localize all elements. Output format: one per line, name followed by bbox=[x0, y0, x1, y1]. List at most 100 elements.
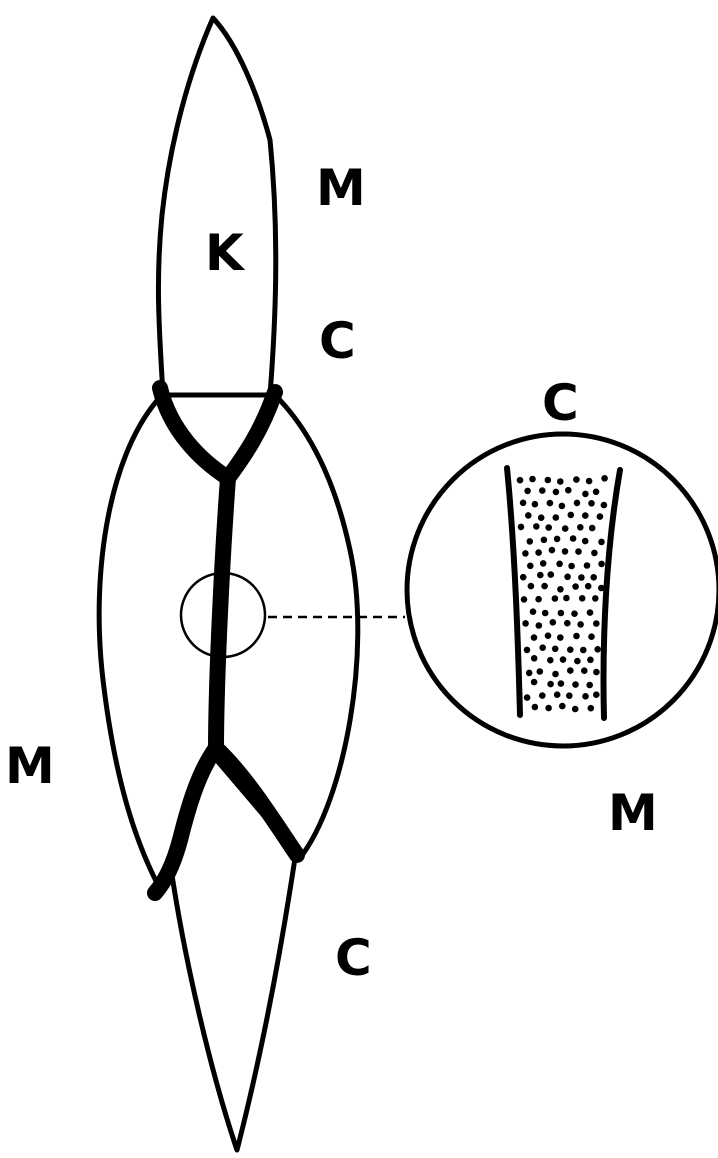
stipple-dot bbox=[539, 487, 546, 494]
stipple-dot bbox=[559, 703, 566, 710]
stipple-dot bbox=[537, 572, 544, 579]
stipple-dot bbox=[574, 658, 581, 665]
stipple-dot bbox=[545, 477, 552, 484]
stipple-dot bbox=[552, 646, 559, 653]
stipple-dot bbox=[527, 538, 534, 545]
stipple-dot bbox=[549, 547, 556, 554]
stipple-dot bbox=[557, 586, 564, 593]
label-c-inset: C bbox=[542, 374, 579, 432]
stipple-dot bbox=[520, 574, 527, 581]
stipple-dot bbox=[574, 500, 581, 507]
stipple-dot bbox=[524, 488, 531, 495]
stipple-dot bbox=[563, 595, 570, 602]
stipple-dot bbox=[545, 705, 552, 712]
stipple-dot bbox=[521, 596, 528, 603]
stipple-dot bbox=[554, 691, 561, 698]
stipple-dot bbox=[573, 633, 580, 640]
stipple-dot bbox=[550, 619, 557, 626]
label-k: K bbox=[205, 224, 246, 282]
stipple-dot bbox=[578, 574, 585, 581]
stipple-dot bbox=[567, 646, 574, 653]
label-m-inset: M bbox=[608, 784, 658, 842]
stipple-dot bbox=[601, 502, 608, 509]
stipple-dot bbox=[528, 583, 535, 590]
stipple-dot bbox=[547, 657, 554, 664]
stipple-dot bbox=[531, 634, 538, 641]
stipple-dot bbox=[597, 513, 604, 520]
lower-junction-wall bbox=[155, 748, 297, 893]
stipple-dot bbox=[572, 681, 579, 688]
inset-left-boundary bbox=[507, 468, 520, 715]
stipple-dot bbox=[581, 667, 588, 674]
stipple-dot bbox=[568, 512, 575, 519]
stipple-dot bbox=[586, 682, 593, 689]
stipple-dot bbox=[572, 583, 579, 590]
central-vertical-wall bbox=[216, 478, 228, 750]
stipple-dot bbox=[533, 523, 540, 530]
upper-cell-outline bbox=[158, 18, 275, 395]
stipple-dot bbox=[525, 512, 532, 519]
stipple-dot bbox=[568, 563, 575, 570]
stipple-dot bbox=[592, 595, 599, 602]
stipple-dot bbox=[582, 538, 589, 545]
label-c-top: C bbox=[319, 312, 356, 370]
stipple-dot bbox=[570, 535, 577, 542]
stipple-dot bbox=[531, 679, 538, 686]
stipple-dot bbox=[594, 646, 601, 653]
stipple-dot bbox=[591, 550, 598, 557]
stipple-dot bbox=[535, 549, 542, 556]
stipple-dot bbox=[553, 489, 560, 496]
stipple-dot bbox=[587, 657, 594, 664]
stipple-dot bbox=[559, 503, 566, 510]
stipple-dot bbox=[536, 622, 543, 629]
stipple-dot bbox=[560, 656, 567, 663]
stipple-dot bbox=[537, 668, 544, 675]
stipple-dot bbox=[593, 620, 600, 627]
stipple-dot bbox=[598, 539, 605, 546]
stipple-dot bbox=[558, 610, 565, 617]
label-c-bottom: C bbox=[335, 929, 372, 987]
stipple-dot bbox=[562, 525, 569, 532]
stipple-dot bbox=[580, 647, 587, 654]
stipple-dot bbox=[554, 536, 561, 543]
stipple-dot bbox=[520, 500, 527, 507]
stipple-dot bbox=[547, 500, 554, 507]
stipple-dot bbox=[588, 633, 595, 640]
stipple-dot bbox=[573, 476, 580, 483]
stipple-dot bbox=[517, 477, 524, 484]
stipple-dot bbox=[548, 571, 555, 578]
stipple-dot bbox=[530, 608, 537, 615]
stipple-dot bbox=[518, 524, 525, 531]
stipple-dot bbox=[541, 583, 548, 590]
stipple-dot bbox=[582, 512, 589, 519]
stipple-dot bbox=[582, 491, 589, 498]
stipple-dot bbox=[538, 514, 545, 521]
stipple-dot bbox=[542, 610, 549, 617]
stipple-dot bbox=[577, 524, 584, 531]
inset-stipple-dots bbox=[517, 475, 608, 712]
stipple-dot bbox=[532, 501, 539, 508]
stipple-dot bbox=[545, 632, 552, 639]
lower-cell-outline bbox=[172, 858, 295, 1150]
stipple-dot bbox=[582, 693, 589, 700]
stipple-dot bbox=[552, 671, 559, 678]
stipple-dot bbox=[557, 478, 564, 485]
stipple-dot bbox=[535, 596, 542, 603]
upper-junction-wall bbox=[160, 388, 275, 478]
stipple-dot bbox=[575, 548, 582, 555]
stipple-dot bbox=[593, 489, 600, 496]
stipple-dot bbox=[526, 670, 533, 677]
stipple-dot bbox=[567, 667, 574, 674]
stipple-dot bbox=[588, 705, 595, 712]
stipple-dot bbox=[564, 620, 571, 627]
stipple-dot bbox=[545, 524, 552, 531]
stipple-dot bbox=[572, 706, 579, 713]
stipple-dot bbox=[571, 610, 578, 617]
stipple-dot bbox=[593, 669, 600, 676]
stipple-dot bbox=[531, 655, 538, 662]
stipple-dot bbox=[593, 691, 600, 698]
label-m-left: M bbox=[5, 737, 55, 795]
stipple-dot bbox=[539, 644, 546, 651]
stipple-dot bbox=[598, 585, 605, 592]
